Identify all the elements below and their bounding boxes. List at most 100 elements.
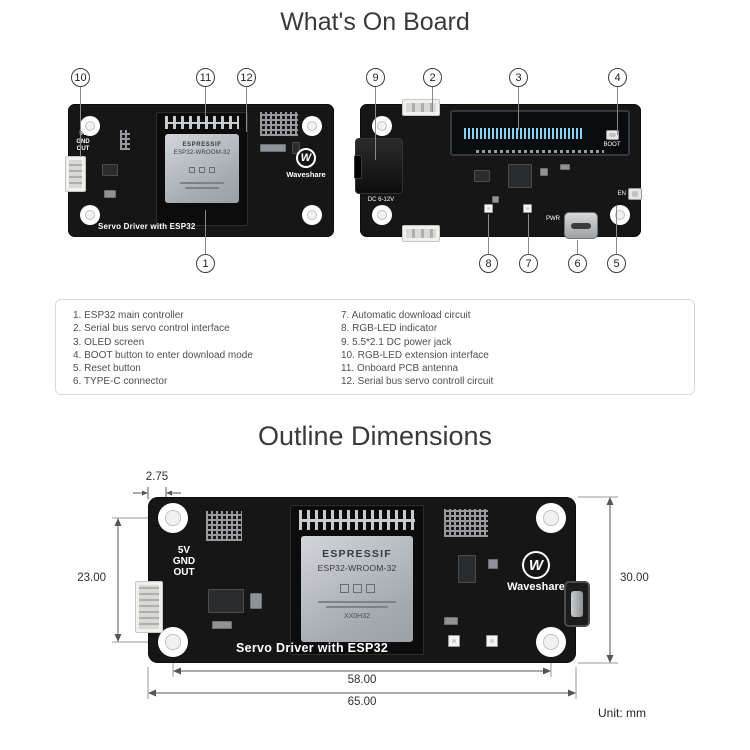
download-circuit-led bbox=[486, 635, 498, 647]
callout-leader-11 bbox=[205, 87, 206, 117]
dim-30-00: 30.00 bbox=[620, 572, 649, 584]
mounting-hole bbox=[610, 205, 630, 225]
dc-jack-label: DC 6-12V bbox=[367, 197, 395, 203]
boot-label: BOOT bbox=[603, 142, 621, 148]
component bbox=[206, 511, 242, 541]
component bbox=[104, 190, 116, 198]
mounting-hole bbox=[536, 503, 566, 533]
callout-leader-7 bbox=[528, 214, 529, 254]
pin-label-gnd: GND bbox=[172, 556, 196, 567]
esp32-shield: ESPRESSIF ESP32-WROOM-32 bbox=[165, 134, 239, 203]
component bbox=[260, 144, 286, 152]
component bbox=[488, 559, 498, 569]
callout-leader-1 bbox=[205, 210, 206, 254]
callout-4: 4 bbox=[608, 68, 627, 87]
rgb-led-indicator bbox=[448, 635, 460, 647]
component bbox=[560, 164, 570, 170]
pwr-label: PWR bbox=[546, 216, 560, 222]
mounting-hole bbox=[372, 116, 392, 136]
component bbox=[102, 164, 118, 176]
usb-type-c-connector bbox=[564, 581, 590, 627]
callout-leader-3 bbox=[518, 87, 519, 130]
download-circuit-led bbox=[523, 204, 532, 213]
board-silkscreen-label: Servo Driver with ESP32 bbox=[236, 641, 389, 655]
legend-item-12: 12. Serial bus servo controll circuit bbox=[341, 376, 494, 388]
board-silkscreen-label: Servo Driver with ESP32 bbox=[98, 222, 196, 231]
callout-leader-6 bbox=[577, 240, 578, 254]
waveshare-logo: W Waveshare bbox=[504, 551, 568, 593]
mounting-hole bbox=[302, 116, 322, 136]
legend-item-8: 8. RGB-LED indicator bbox=[341, 323, 438, 335]
legend-item-4: 4. BOOT button to enter download mode bbox=[73, 349, 253, 361]
esp32-shield: ESPRESSIF ESP32-WROOM-32 XX0H32 bbox=[301, 536, 413, 642]
mounting-hole bbox=[158, 503, 188, 533]
boot-button bbox=[606, 130, 619, 140]
pin-labels: 5V GND OUT bbox=[162, 545, 206, 578]
cert-marks bbox=[165, 161, 239, 179]
callout-10: 10 bbox=[71, 68, 90, 87]
module-brand: ESPRESSIF bbox=[182, 142, 222, 148]
component bbox=[492, 196, 499, 203]
oled-pixels bbox=[464, 128, 582, 139]
pin-label-gnd: GND bbox=[76, 138, 90, 145]
callout-leader-9 bbox=[375, 87, 376, 160]
board-outline-drawing: 5V GND OUT ESPRESSIF ESP32-WROOM-32 XX0H… bbox=[135, 497, 590, 663]
pin-label-out: OUT bbox=[173, 567, 195, 578]
module-model: ESP32-WROOM-32 bbox=[317, 563, 397, 573]
dimensions-section: 2.75 23.00 30.00 58.00 65.00 Unit: mm 5V… bbox=[0, 465, 750, 750]
legend-item-7: 7. Automatic download circuit bbox=[341, 310, 471, 321]
mounting-hole bbox=[536, 627, 566, 657]
module-model: ESP32-WROOM-32 bbox=[173, 150, 231, 156]
dimension-lines bbox=[112, 487, 618, 699]
pin-label-5v: 5V bbox=[177, 545, 191, 556]
servo-control-circuit bbox=[444, 509, 488, 537]
waveshare-logo-text: Waveshare bbox=[507, 581, 565, 593]
callout-leader-5 bbox=[616, 206, 617, 254]
component bbox=[458, 555, 476, 583]
oled-solder-pads bbox=[476, 150, 604, 153]
callout-1: 1 bbox=[196, 254, 215, 273]
callout-12: 12 bbox=[237, 68, 256, 87]
legend-item-2: 2. Serial bus servo control interface bbox=[73, 323, 230, 335]
board-back: DC 6-12V PWR BOOT EN bbox=[354, 99, 642, 242]
module-brand: ESPRESSIF bbox=[322, 548, 392, 560]
board-front: 5V GND OUT ESPRESSIF ESP32-WROOM-32 W Wa… bbox=[65, 104, 334, 237]
dc-power-jack bbox=[354, 138, 403, 194]
mounting-hole bbox=[372, 205, 392, 225]
rgb-led-indicator bbox=[484, 204, 493, 213]
legend-item-3: 3. OLED screen bbox=[73, 336, 145, 348]
rgb-led-extension-connector bbox=[65, 156, 86, 192]
module-fine-print bbox=[301, 601, 413, 608]
callout-leader-8 bbox=[488, 214, 489, 254]
module-fine-print bbox=[165, 182, 239, 189]
mounting-hole bbox=[302, 205, 322, 225]
main-chip bbox=[508, 164, 532, 188]
esp32-module: ESPRESSIF ESP32-WROOM-32 XX0H32 bbox=[290, 505, 424, 655]
legend-item-1: 1. ESP32 main controller bbox=[73, 310, 184, 321]
component bbox=[474, 170, 490, 182]
legend-item-11: 11. Onboard PCB antenna bbox=[341, 363, 459, 375]
unit-label: Unit: mm bbox=[598, 706, 646, 720]
waveshare-logo-icon: W bbox=[522, 551, 550, 579]
waveshare-logo-icon: W bbox=[296, 148, 316, 168]
dim-58-00: 58.00 bbox=[347, 674, 377, 686]
dim-2-75: 2.75 bbox=[145, 471, 169, 483]
en-label: EN bbox=[617, 191, 626, 197]
dim-23-00: 23.00 bbox=[77, 572, 106, 584]
mounting-hole bbox=[158, 627, 188, 657]
callout-leader-4 bbox=[617, 87, 618, 135]
component bbox=[250, 593, 262, 609]
legend-item-5: 5. Reset button bbox=[73, 363, 141, 375]
callout-5: 5 bbox=[607, 254, 626, 273]
pin-label-5v: 5V bbox=[79, 131, 87, 137]
component bbox=[444, 617, 458, 625]
callout-3: 3 bbox=[509, 68, 528, 87]
pin-label-out: OUT bbox=[76, 146, 90, 152]
dim-65-00: 65.00 bbox=[347, 696, 377, 708]
pcb-antenna bbox=[299, 510, 415, 530]
waveshare-logo: W Waveshare bbox=[278, 148, 334, 179]
mounting-hole bbox=[80, 116, 100, 136]
legend-column-left: 1. ESP32 main controller 2. Serial bus s… bbox=[73, 309, 253, 389]
callout-8: 8 bbox=[479, 254, 498, 273]
